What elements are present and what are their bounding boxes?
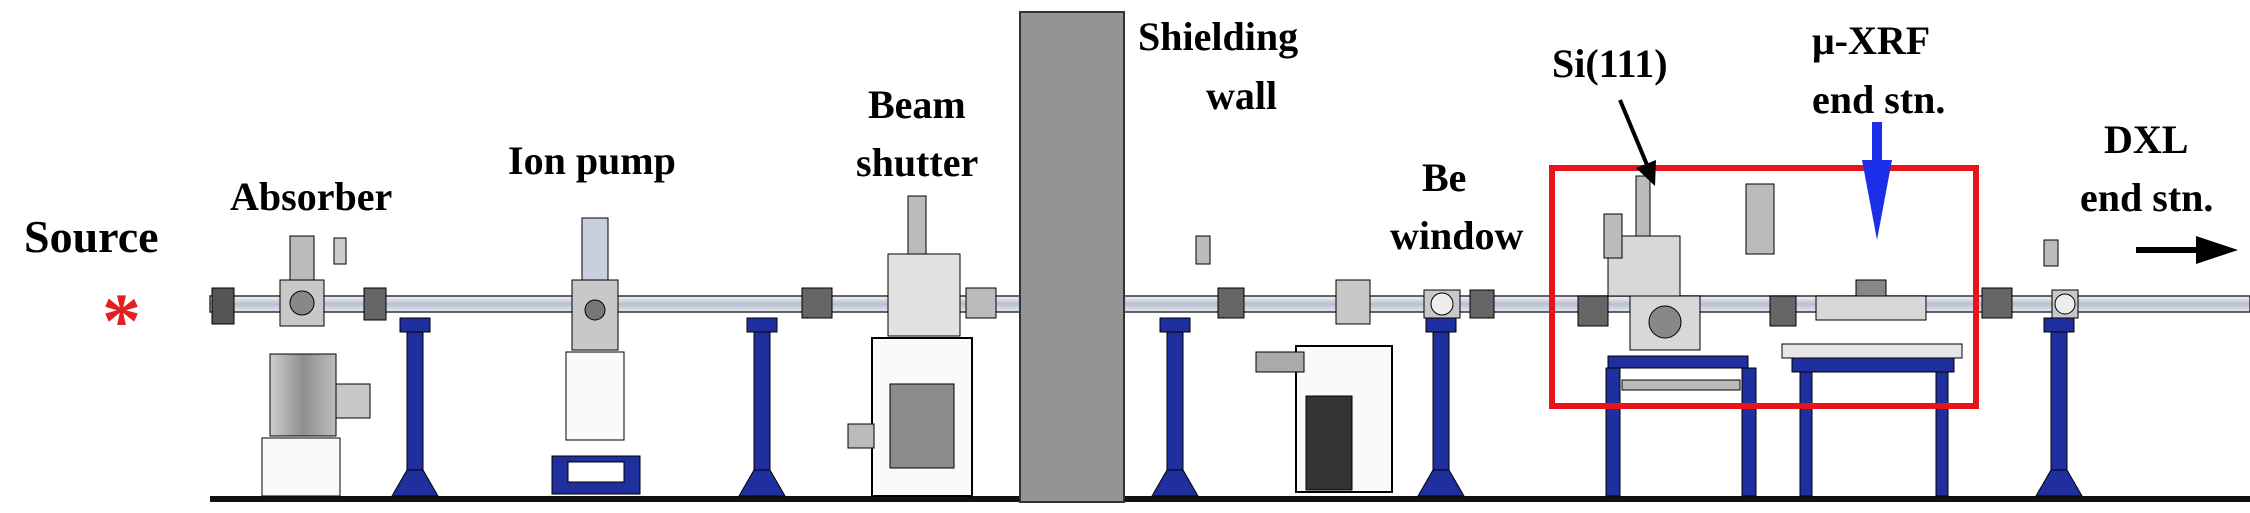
ion-pump-label: Ion pump (508, 138, 676, 183)
support-stand-5 (2035, 317, 2083, 497)
be-window-label-line1: Be (1422, 155, 1467, 200)
shielding-wall-label-line1: Shielding (1138, 14, 1299, 59)
monochromator-unit (1577, 175, 1797, 497)
uxrf-label-line1: μ-XRF (1812, 18, 1931, 63)
dxl-arrow (2136, 236, 2238, 264)
shielding-wall-label-line2: wall (1206, 73, 1278, 118)
ion-pump-unit (551, 217, 641, 495)
dxl-valve-unit (1981, 239, 2079, 319)
be-window-unit (1423, 289, 1495, 319)
floor-line (210, 496, 2250, 502)
uxrf-label-line2: end stn. (1812, 77, 1946, 122)
dxl-label-line2: end stn. (2080, 175, 2214, 220)
beam-shutter-label-line2: shutter (856, 140, 979, 185)
shielding-wall (1019, 11, 1125, 503)
support-stand-1 (391, 317, 439, 497)
uxrf-arrow (1862, 122, 1892, 240)
source-label: Source (24, 211, 159, 262)
be-window-label-line2: window (1390, 213, 1524, 258)
mono-label: Si(111) (1552, 41, 1668, 86)
absorber-unit (211, 235, 387, 497)
support-stand-4 (1417, 317, 1465, 497)
mono-arrow (1618, 99, 1656, 186)
source-marker: * (102, 277, 141, 364)
beam-shutter-label-line1: Beam (868, 82, 966, 127)
beam-shutter-unit (801, 195, 997, 497)
dxl-label-line1: DXL (2104, 117, 2189, 162)
support-stand-2 (738, 317, 786, 497)
highlight-box (1549, 165, 1979, 409)
absorber-label: Absorber (230, 174, 393, 219)
gate-valve-unit (1195, 235, 1393, 493)
support-stand-3 (1151, 317, 1199, 497)
